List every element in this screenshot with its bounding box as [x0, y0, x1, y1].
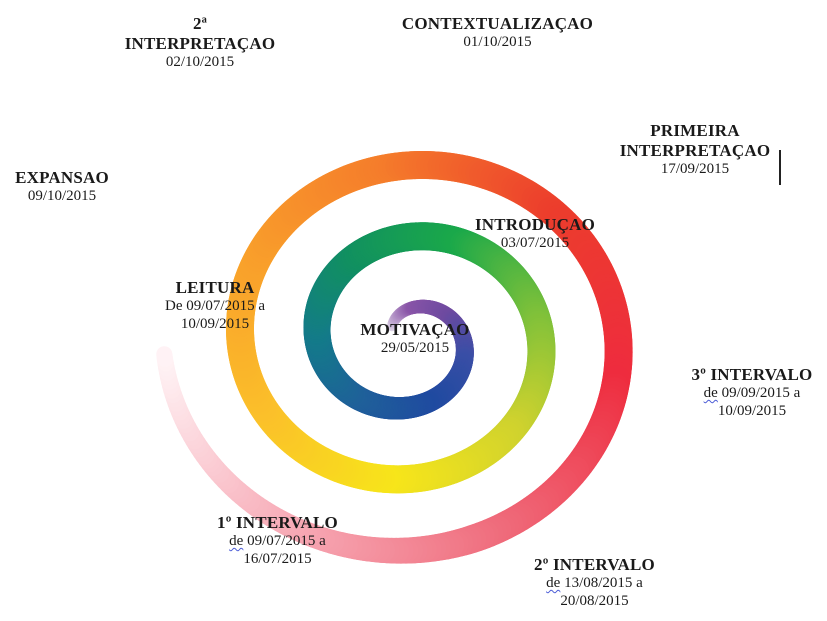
stage-label-expansao: EXPANSAO 09/10/2015	[2, 168, 122, 206]
stage-date: 17/09/2015	[660, 161, 730, 178]
stage-title-line2: INTERPRETAÇAO	[124, 34, 276, 54]
stage-date: 01/10/2015	[463, 34, 532, 51]
stage-label-intervalo2: 2º INTERVALO de 13/08/2015 a 20/08/2015	[512, 555, 677, 610]
stage-label-contextualizacao: CONTEXTUALIZAÇAO 01/10/2015	[385, 14, 610, 52]
stage-date: de 09/09/2015 a	[703, 385, 801, 402]
stage-label-segunda-interpretacao: 2ª INTERPRETAÇAO 02/10/2015	[110, 14, 290, 72]
stage-title: CONTEXTUALIZAÇAO	[401, 14, 594, 33]
stage-title: LEITURA	[175, 278, 255, 297]
stage-title: 2º INTERVALO	[534, 555, 655, 574]
stage-date: 09/10/2015	[27, 188, 97, 205]
stage-date-end: 20/08/2015	[560, 592, 629, 609]
spiral-segment	[156, 346, 173, 367]
stage-date: 29/05/2015	[380, 340, 450, 357]
stage-label-primeira-interpretacao: PRIMEIRA INTERPRETAÇAO 17/09/2015	[610, 121, 780, 179]
stage-title-line2: INTERPRETAÇAO	[619, 141, 771, 161]
stage-date: de 09/07/2015 a	[229, 533, 326, 550]
stage-date-end: 10/09/2015	[180, 315, 250, 332]
stage-date: 02/10/2015	[165, 54, 235, 71]
stage-label-intervalo3: 3º INTERVALO de 09/09/2015 a 10/09/2015	[677, 365, 827, 420]
stage-label-introducao: INTRODUÇAO 03/07/2015	[460, 215, 610, 253]
stage-title: EXPANSAO	[15, 168, 109, 187]
text-cursor	[779, 150, 781, 185]
stage-date-end: 10/09/2015	[717, 402, 787, 419]
stage-title: INTRODUÇAO	[474, 215, 596, 234]
stage-title: PRIMEIRA	[650, 121, 740, 140]
stage-date: 03/07/2015	[500, 235, 570, 252]
stage-title: 1º INTERVALO	[217, 513, 338, 532]
stage-date-end: 16/07/2015	[243, 550, 312, 567]
stage-label-leitura: LEITURA De 09/07/2015 a 10/09/2015	[145, 278, 285, 333]
stage-label-intervalo1: 1º INTERVALO de 09/07/2015 a 16/07/2015	[195, 513, 360, 568]
stage-date: De 09/07/2015 a	[165, 298, 265, 315]
stage-title: 3º INTERVALO	[691, 365, 813, 384]
stage-date: de 13/08/2015 a	[546, 575, 643, 592]
stage-title: 2ª	[193, 14, 207, 33]
stage-label-motivacao: MOTIVAÇAO 29/05/2015	[345, 320, 485, 358]
stage-title: MOTIVAÇAO	[360, 320, 470, 339]
